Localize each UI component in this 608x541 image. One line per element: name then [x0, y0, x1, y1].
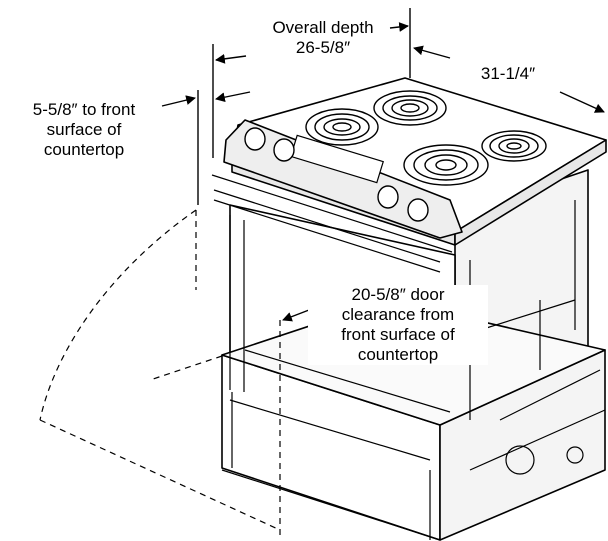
control-knobs	[244, 127, 429, 222]
burner-back-left	[305, 108, 379, 146]
knob-1	[244, 127, 266, 151]
door-clearance-line3: front surface of	[341, 325, 455, 344]
burner-back-right	[373, 90, 447, 126]
front-surface-line1: 5-5/8″ to front	[32, 100, 136, 119]
knob-3	[377, 185, 399, 209]
overall-depth-line2: 26-5/8″	[295, 38, 351, 57]
knob-2	[273, 138, 295, 162]
burners	[305, 90, 547, 186]
knob-4	[407, 198, 429, 222]
door-clearance-line4: countertop	[357, 345, 439, 364]
front-surface-line3: countertop	[43, 140, 125, 159]
door-swing-arc	[39, 209, 281, 535]
door-clearance-line1: 20-5/8″ door	[351, 285, 445, 304]
door-clearance-label: 20-5/8″ door clearance from front surfac…	[308, 285, 488, 365]
front-surface-label: 5-5/8″ to front surface of countertop	[4, 100, 164, 160]
door-clearance-line2: clearance from	[341, 305, 455, 324]
overall-depth-line1: Overall depth	[272, 18, 374, 37]
front-surface-line2: surface of	[46, 120, 122, 139]
burner-front-right	[481, 130, 547, 162]
total-depth-label: 31-1/4″	[458, 64, 558, 84]
burner-front-left	[403, 144, 489, 186]
total-depth-value: 31-1/4″	[480, 64, 536, 83]
front-panel-details	[211, 134, 606, 541]
overall-depth-label: Overall depth 26-5/8″	[248, 18, 398, 58]
dimension-lines	[161, 8, 605, 322]
